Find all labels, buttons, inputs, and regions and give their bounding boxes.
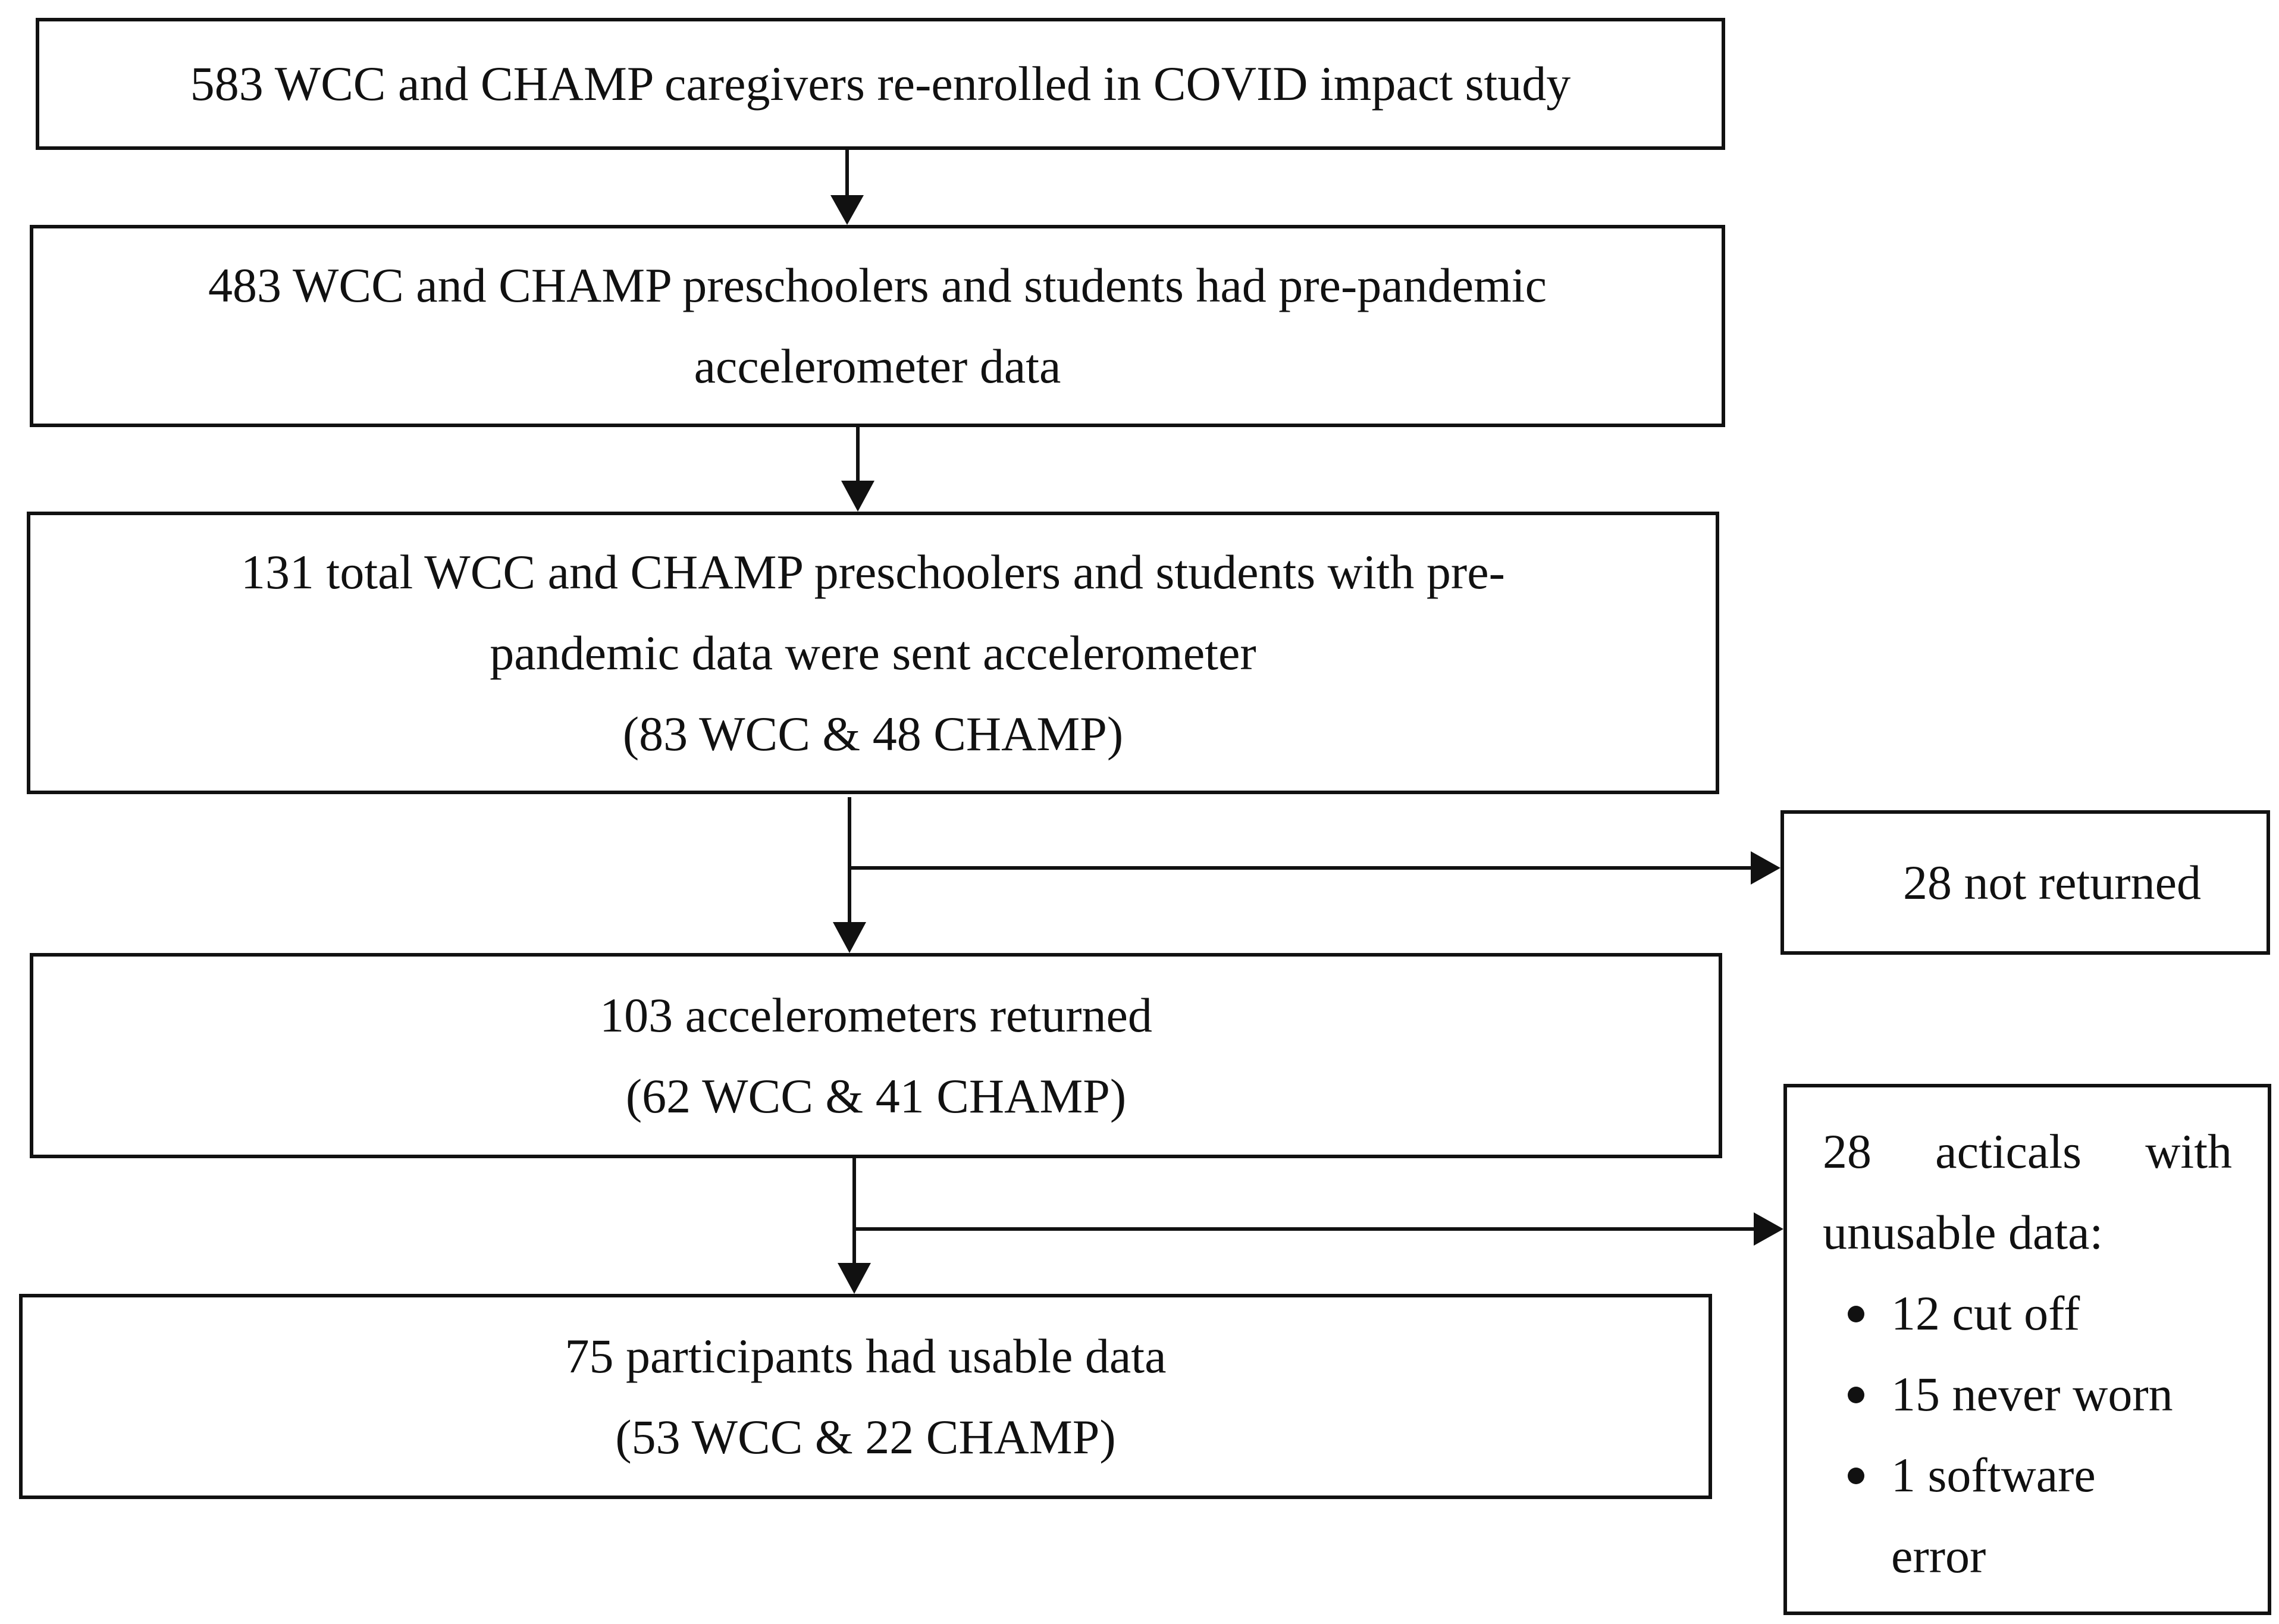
box-text-line: 583 WCC and CHAMP caregivers re-enrolled… [190,57,1571,111]
arrow-2-to-3-shaft [856,419,860,488]
arrow-3-to-4-head [833,922,866,953]
box-text-line: (83 WCC & 48 CHAMP) [622,706,1124,761]
list-item: 1 software error [1823,1435,2232,1597]
list-item: 15 never worn [1823,1354,2232,1435]
unusable-reasons-list: 12 cut off 15 never worn 1 software erro… [1823,1273,2232,1597]
box-text-line: pandemic data were sent accelerometer [490,625,1256,680]
box-text-line: 483 WCC and CHAMP preschoolers and stude… [208,258,1547,312]
list-item-continuation: error [1891,1529,1986,1583]
box-text-line: accelerometer data [694,339,1061,393]
heading-word: 28 [1823,1124,1872,1178]
arrow-to-not-returned-shaft [849,866,1757,870]
unusable-heading-line: 28 acticals with [1823,1111,2232,1192]
pre-pandemic-data-box: 483 WCC and CHAMP preschoolers and stude… [30,225,1725,427]
usable-data-box: 75 participants had usable data (53 WCC … [19,1294,1712,1499]
box-text-line: (62 WCC & 41 CHAMP) [625,1068,1127,1123]
sent-accelerometer-box: 131 total WCC and CHAMP preschoolers and… [27,512,1719,794]
arrow-to-unusable-shaft [854,1227,1760,1231]
box-text-line: 131 total WCC and CHAMP preschoolers and… [241,544,1505,599]
list-item-text: 12 cut off [1891,1286,2080,1340]
arrow-4-to-5-shaft [852,1158,856,1270]
arrow-1-to-2-head [830,195,864,225]
arrow-4-to-5-head [838,1263,871,1294]
heading-word: acticals [1935,1124,2082,1178]
list-item: 12 cut off [1823,1273,2232,1354]
arrow-to-not-returned-head [1751,851,1780,885]
box-text-line: 103 accelerometers returned [600,987,1152,1042]
enrolled-caregivers-box: 583 WCC and CHAMP caregivers re-enrolled… [36,18,1725,150]
box-text-line: 28 not returned [1903,855,2201,910]
bullet-dot-icon [1848,1387,1864,1403]
bullet-dot-icon [1848,1468,1864,1484]
accelerometers-returned-box: 103 accelerometers returned (62 WCC & 41… [30,953,1722,1158]
arrow-2-to-3-head [841,481,874,512]
box-text-line: (53 WCC & 22 CHAMP) [615,1409,1116,1464]
box-text-line: 75 participants had usable data [565,1328,1167,1383]
not-returned-box: 28 not returned [1780,810,2270,955]
arrow-to-unusable-head [1754,1212,1783,1246]
heading-word: with [2145,1124,2232,1178]
arrow-3-to-4-shaft [848,797,851,929]
bullet-dot-icon [1848,1306,1864,1322]
list-item-text: 1 software [1891,1448,2096,1502]
list-item-text: 15 never worn [1891,1367,2173,1421]
arrow-1-to-2-shaft [845,150,849,202]
unusable-data-box: 28 acticals with unusable data: 12 cut o… [1783,1084,2271,1615]
unusable-heading-rest: unusable data: [1823,1205,2104,1259]
